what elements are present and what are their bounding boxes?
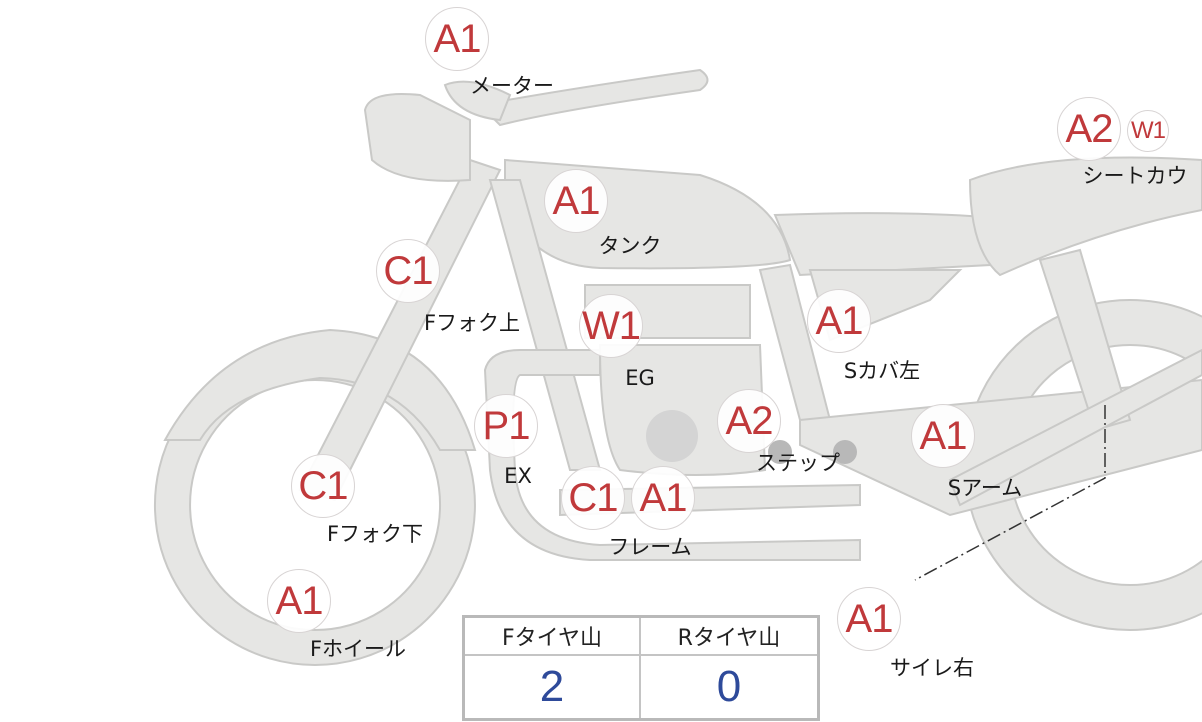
- part-label-fork-lower: Fフォク下: [326, 522, 424, 546]
- damage-marker-frame-a1[interactable]: A1: [631, 466, 695, 530]
- part-label-exhaust: EX: [504, 464, 532, 488]
- part-label-frame: フレーム: [608, 535, 692, 559]
- damage-marker-fork-lower[interactable]: C1: [291, 454, 355, 518]
- handlebar: [477, 68, 709, 127]
- part-label-seat-cowl: シートカウ: [1082, 164, 1188, 188]
- damage-marker-exhaust[interactable]: P1: [474, 394, 538, 458]
- damage-marker-swing-arm[interactable]: A1: [911, 404, 975, 468]
- part-label-step: ステップ: [756, 451, 840, 475]
- exhaust: [483, 349, 861, 561]
- part-label-tank: タンク: [598, 234, 662, 258]
- damage-marker-tank[interactable]: A1: [544, 169, 608, 233]
- part-label-meter: メーター: [470, 74, 554, 98]
- part-label-engine: EG: [625, 366, 655, 390]
- damage-marker-seat-cowl-w1[interactable]: W1: [1127, 110, 1169, 152]
- part-label-side-cover-left: Sカバ左: [843, 359, 921, 383]
- part-label-front-wheel: Fホイール: [309, 637, 407, 661]
- damage-marker-front-wheel[interactable]: A1: [267, 569, 331, 633]
- damage-marker-side-cover-left[interactable]: A1: [807, 289, 871, 353]
- part-label-swing-arm: Sアーム: [947, 476, 1023, 500]
- damage-marker-meter[interactable]: A1: [425, 7, 489, 71]
- shock: [948, 348, 1202, 507]
- side-cover: [773, 212, 1002, 277]
- damage-marker-engine[interactable]: W1: [579, 294, 643, 358]
- tire-tread-table: Fタイヤ山 Rタイヤ山 2 0: [462, 615, 820, 721]
- rear-tire-header: Rタイヤ山: [641, 618, 817, 656]
- damage-marker-silencer-right[interactable]: A1: [837, 587, 901, 651]
- part-label-silencer-right: サイレ右: [890, 656, 974, 680]
- headlight: [363, 93, 471, 182]
- seat-cowl: [968, 156, 1202, 277]
- front-tire-header: Fタイヤ山: [465, 618, 641, 656]
- front-tire-value: 2: [465, 656, 641, 718]
- meter: [443, 80, 512, 122]
- damage-marker-frame-c1[interactable]: C1: [561, 466, 625, 530]
- part-label-fork-upper: Fフォク上: [423, 311, 521, 335]
- rear-tire-value: 0: [716, 662, 742, 711]
- rear-strut: [1038, 248, 1132, 432]
- engine: [598, 344, 767, 476]
- damage-marker-step[interactable]: A2: [717, 389, 781, 453]
- damage-marker-seat-cowl[interactable]: A2: [1057, 97, 1121, 161]
- damage-marker-fork-upper[interactable]: C1: [376, 239, 440, 303]
